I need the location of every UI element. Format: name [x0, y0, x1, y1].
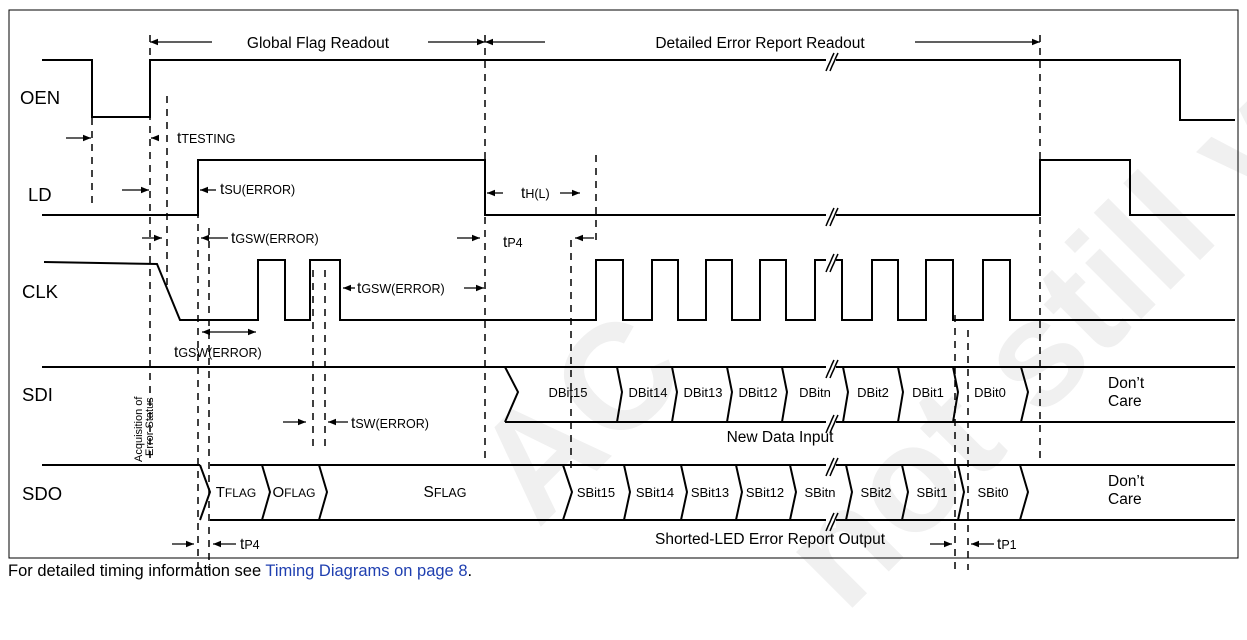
sdo-caption: Shorted-LED Error Report Output: [655, 531, 886, 548]
sdo-flag: SFLAG: [424, 484, 467, 501]
sdo-bit: SBit1: [916, 485, 947, 500]
label-t-p4-ld: tP4: [503, 234, 523, 251]
footnote-period: .: [467, 562, 473, 580]
ld-waveform: [42, 159, 1235, 216]
waveforms: [42, 59, 1235, 521]
sdo-bit: SBit2: [860, 485, 891, 500]
oen-waveform: [42, 59, 1235, 121]
label-t-su-error: tSU(ERROR): [220, 181, 295, 198]
diagram-frame: [8, 9, 1239, 559]
signal-label-sdi: SDI: [22, 384, 53, 405]
signal-label-clk: CLK: [22, 281, 59, 302]
sdi-bit: DBit0: [974, 385, 1006, 400]
sdo-bit: SBit13: [691, 485, 729, 500]
label-t-gsw-error-3: tGSW(ERROR): [174, 344, 262, 361]
sdi-waveform: [504, 366, 1235, 423]
sdi-bit: DBitn: [799, 385, 831, 400]
labels: Global Flag Readout Detailed Error Repor…: [20, 35, 1145, 553]
timing-diagrams-link[interactable]: Timing Diagrams on page 8: [265, 562, 468, 580]
sdi-bit: DBit2: [857, 385, 889, 400]
label-t-sw-error: tSW(ERROR): [351, 415, 429, 432]
clk-waveform: [43, 259, 1235, 321]
signal-label-sdo: SDO: [22, 483, 62, 504]
sdi-bit: DBit1: [912, 385, 944, 400]
guide-lines: [91, 35, 1041, 570]
sdi-bit: DBit14: [628, 385, 667, 400]
label-t-p1: tP1: [997, 536, 1017, 553]
sdi-bit: DBit15: [548, 385, 587, 400]
phase-label-detailed: Detailed Error Report Readout: [655, 35, 865, 52]
sdi-bit: DBit13: [683, 385, 722, 400]
footnote: For detailed timing information see Timi…: [8, 562, 472, 581]
acquisition-label: Acquisition ofError Status: [133, 396, 156, 462]
break-gaps: [826, 54, 836, 528]
label-t-testing: tTESTING: [177, 130, 235, 147]
timing-diagram: Global Flag Readout Detailed Error Repor…: [8, 9, 1239, 570]
sdo-bit: SBit12: [746, 485, 784, 500]
label-t-h-l: tH(L): [521, 185, 550, 202]
sdo-flag: TFLAG: [216, 484, 257, 501]
sdo-flag: OFLAG: [272, 484, 315, 501]
dimension-arrows: [66, 38, 1040, 548]
break-symbols: [825, 52, 839, 532]
sdo-waveform: [199, 464, 1235, 521]
sdo-bit: SBitn: [804, 485, 835, 500]
sdo-bit: SBit0: [977, 485, 1008, 500]
footnote-text: For detailed timing information see: [8, 562, 266, 580]
label-t-p4-sdo: tP4: [240, 536, 260, 553]
sdo-bit: SBit14: [636, 485, 674, 500]
label-t-gsw-error-1: tGSW(ERROR): [231, 230, 319, 247]
sdi-caption: New Data Input: [727, 429, 835, 446]
sdi-bit: DBit12: [738, 385, 777, 400]
signal-label-oen: OEN: [20, 87, 60, 108]
signal-label-ld: LD: [28, 184, 52, 205]
label-t-gsw-error-2: tGSW(ERROR): [357, 280, 445, 297]
phase-label-global: Global Flag Readout: [247, 35, 390, 52]
sdo-bit: SBit15: [577, 485, 615, 500]
